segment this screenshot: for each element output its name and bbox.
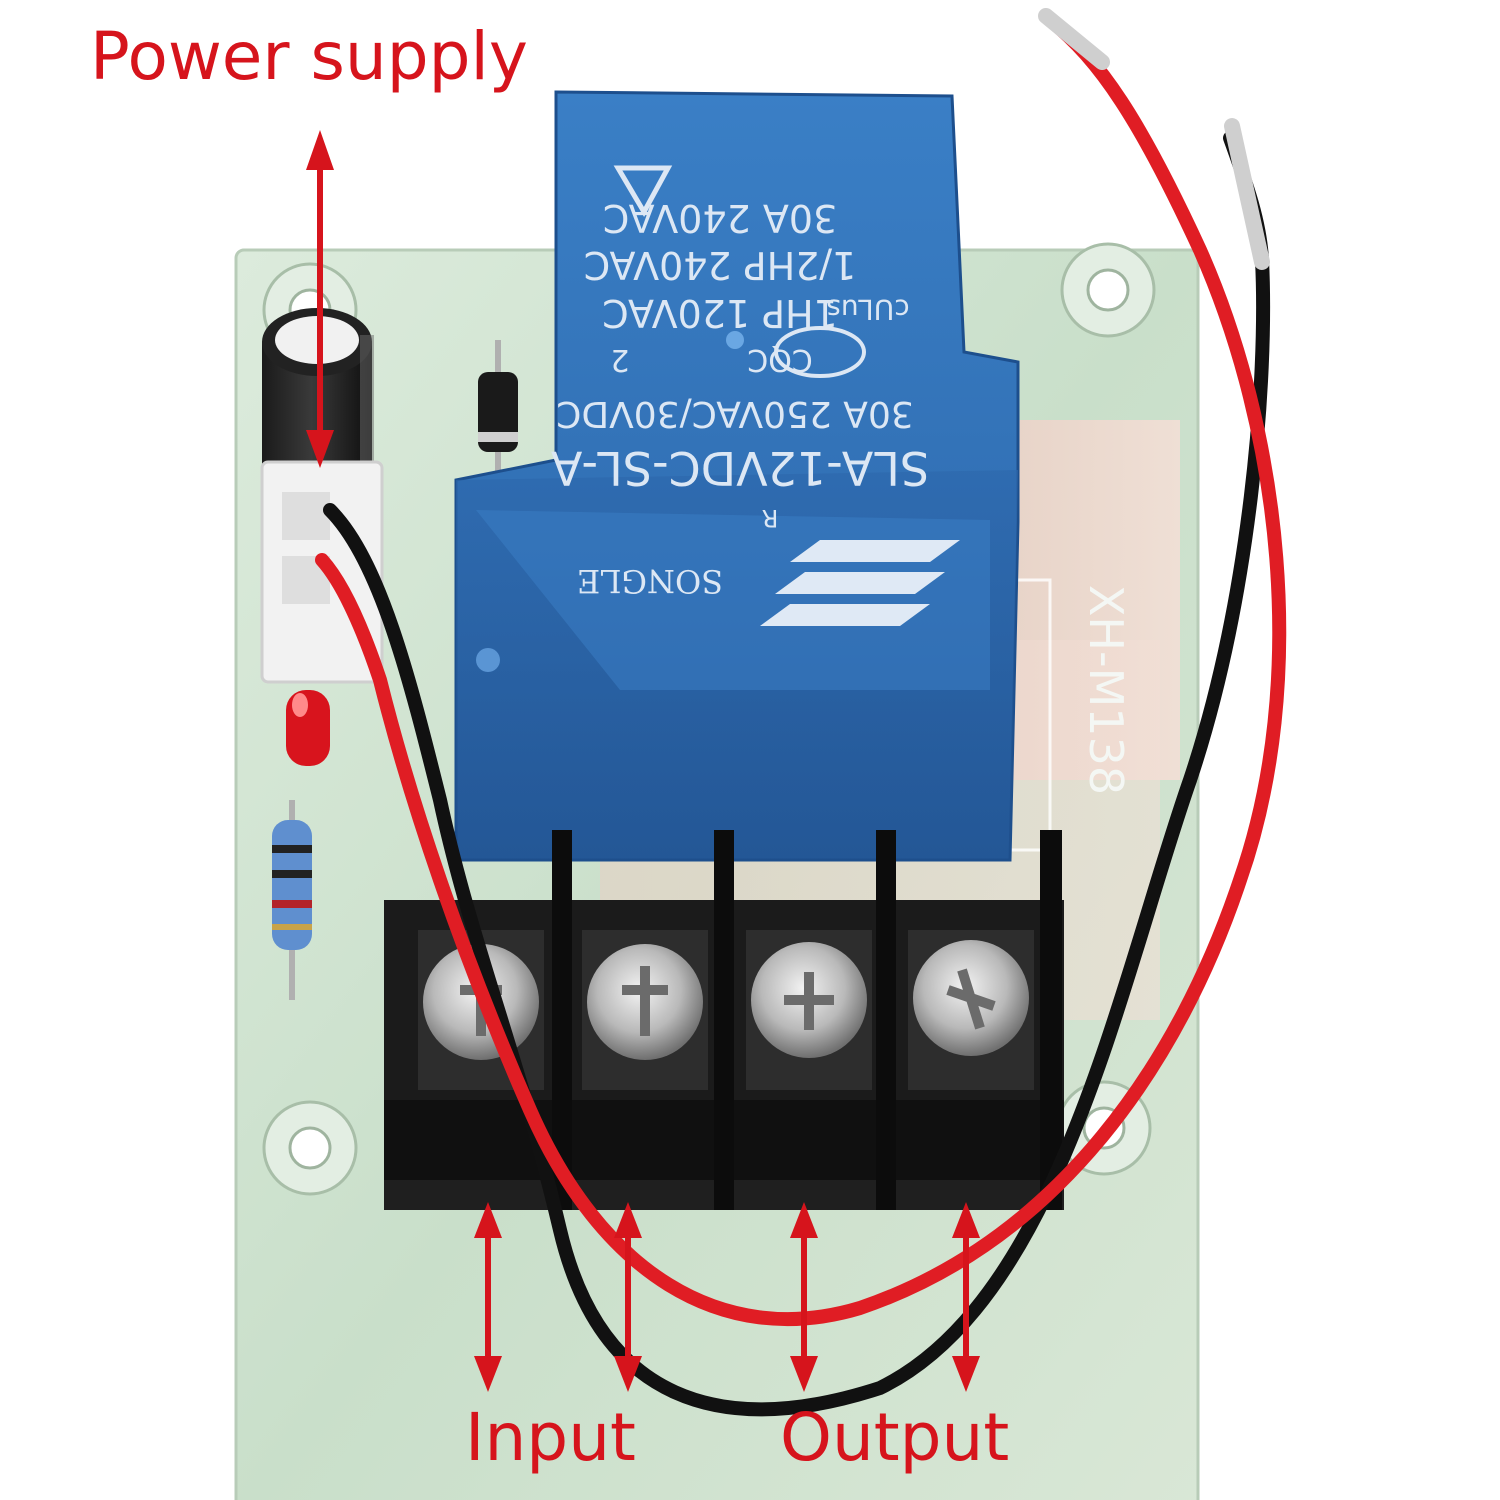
output-arrow-icon [790, 1202, 818, 1392]
terminal-screw [582, 930, 708, 1090]
relay-ul-mark: cULus [826, 293, 909, 326]
input-label: Input [465, 1399, 636, 1476]
relay-rating-30a-240vac: 30A 240VAC [603, 196, 837, 240]
relay-pin-number: 2 [610, 342, 629, 377]
songle-logo-icon [760, 540, 960, 626]
led-indicator [286, 690, 330, 766]
relay-registered-mark: R [762, 504, 779, 532]
relay-rating-dc: 30A 250VAC/30VDC [556, 393, 913, 434]
mounting-hole [1060, 242, 1156, 338]
relay-rating-1hp: 1HP 120VAC [602, 291, 838, 335]
mounting-hole [262, 1100, 358, 1196]
terminal-screw [746, 930, 872, 1090]
resistor [272, 800, 312, 1000]
board-silkscreen-label: XH-M138 [1079, 585, 1133, 795]
wire-red [315, 8, 1287, 1327]
terminal-block [384, 830, 1064, 1210]
relay-rating-half-hp: 1/2HP 240VAC [584, 243, 857, 287]
power-connector [260, 460, 384, 684]
power-supply-arrow-icon [306, 130, 334, 468]
output-arrow-icon [952, 1202, 980, 1392]
input-arrow-icon [614, 1202, 642, 1392]
power-supply-label: Power supply [90, 18, 528, 95]
diode [478, 340, 518, 480]
relay: 30A 240VAC 1/2HP 240VAC 1HP 120VAC cULus… [454, 90, 1020, 862]
input-arrow-icon [474, 1202, 502, 1392]
terminal-screw [908, 930, 1034, 1090]
warning-triangle-icon [613, 165, 673, 218]
relay-model: SLA-12VDC-SL-A [550, 441, 929, 495]
relay-brand: SONGLE [577, 562, 723, 600]
cqc-mark-outline [774, 326, 866, 378]
output-label: Output [780, 1399, 1010, 1476]
